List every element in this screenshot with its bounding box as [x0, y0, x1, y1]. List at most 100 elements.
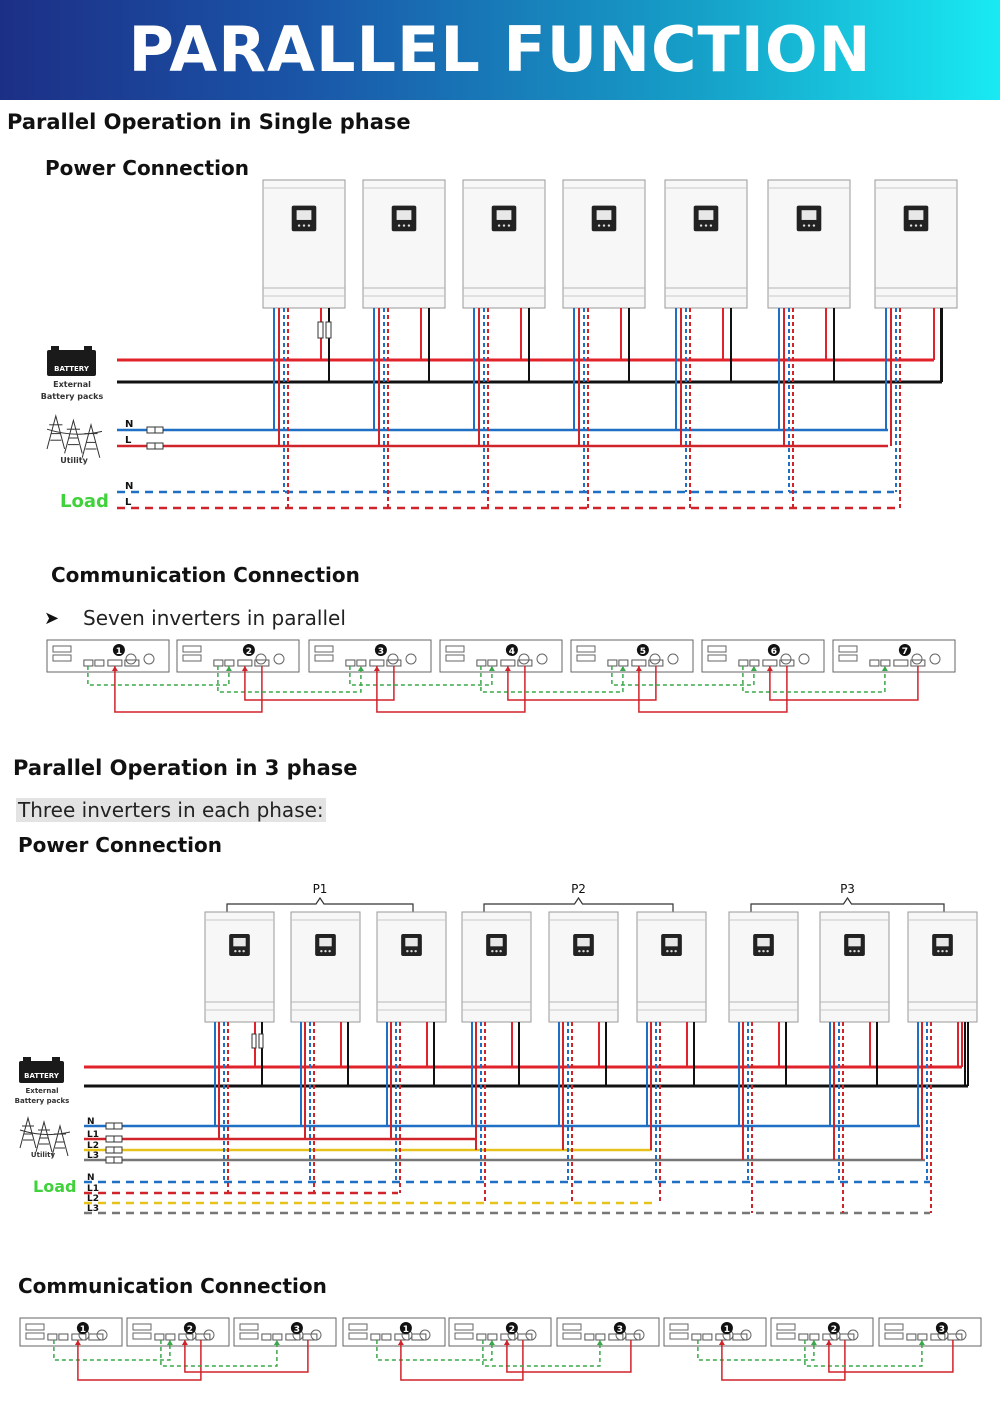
arrow-head: [166, 1340, 173, 1345]
parallel-port-icon: [625, 1333, 641, 1341]
inverter-comm-panel: [176, 639, 300, 673]
arrow-head: [397, 1340, 404, 1345]
inverter-unit: [767, 179, 851, 309]
utility-pylon-stroke: [19, 1129, 71, 1136]
utility-pylon-stroke: [46, 414, 66, 450]
arrow-head: [225, 666, 232, 671]
comm-knob-icon: [125, 653, 137, 665]
unit-number: 1: [116, 647, 122, 657]
inverter-unit: [636, 911, 707, 1023]
unit-number-badge: [112, 644, 125, 656]
inverter-screen: [801, 210, 817, 220]
inverter-button-dot: [324, 949, 327, 953]
arrow-head: [596, 1340, 603, 1345]
inverter-unit: [874, 179, 958, 309]
inverter-button-dot: [597, 224, 601, 227]
comm-panel-slot: [884, 1323, 904, 1331]
arrow-head: [918, 1340, 925, 1345]
comm-port-icon: [58, 1333, 69, 1341]
comm-panel-slot: [838, 645, 858, 653]
inverter-button-dot: [407, 224, 411, 227]
inverter-comm-panel: [46, 639, 170, 673]
fuse-icon: [325, 321, 332, 339]
unit-number: 3: [939, 1325, 945, 1335]
inverter-unit: [262, 179, 346, 309]
unit-number: 1: [80, 1325, 86, 1335]
load-line-label-l: L: [125, 497, 132, 508]
comm-knob-icon: [847, 1329, 859, 1341]
arrow-head: [241, 666, 248, 671]
inverter-unit: [562, 179, 646, 309]
fuse-icon: [317, 321, 324, 339]
comm-panel-slot: [669, 1332, 689, 1340]
unit-number: 3: [294, 1325, 300, 1335]
unit-number-badge: [720, 1322, 733, 1334]
inverter-button-dot: [758, 949, 761, 953]
load-label: Load: [60, 491, 109, 512]
inverter-comm-panel: [448, 1317, 552, 1347]
inverter-screen: [405, 937, 418, 947]
utility-pylon-stroke: [19, 1116, 37, 1149]
inverter-button-dot: [499, 949, 502, 953]
inverter-button-dot: [406, 949, 409, 953]
inverter-button-dot: [807, 224, 811, 227]
parallel-port-icon: [195, 1333, 211, 1341]
comm-knob-icon: [405, 653, 417, 665]
comm-port-icon: [691, 1333, 702, 1341]
parallel-port-icon: [839, 1333, 855, 1341]
unit-number: 2: [187, 1325, 193, 1335]
unit-number-badge: [505, 1322, 518, 1334]
inverter-button-dot: [670, 949, 673, 953]
comm-port-icon: [809, 1333, 820, 1341]
inverter-body: [362, 179, 446, 309]
comm-knob-icon: [310, 1329, 322, 1341]
three-phase-note: Three inverters in each phase:: [16, 798, 326, 822]
inverter-button-dot: [307, 224, 311, 227]
inverter-button-dot: [414, 949, 417, 953]
inverter-screen: [296, 210, 312, 220]
battery-caption: External: [53, 380, 91, 389]
arrow-head: [766, 666, 773, 671]
inverter-button-dot: [242, 949, 245, 953]
inverter-button-dot: [497, 224, 501, 227]
arrow-head: [810, 1340, 817, 1345]
inverter-body: [290, 911, 361, 1023]
inverter-comm-panel: [663, 1317, 767, 1347]
comm-green-link: [87, 666, 230, 686]
bullet-arrow-icon: ➤: [44, 608, 60, 629]
comm-panel-slot: [445, 645, 465, 653]
parallel-port-icon: [732, 1333, 748, 1341]
arrow-head: [619, 666, 626, 671]
parallel-port-icon: [302, 1333, 318, 1341]
inverter-unit: [376, 911, 447, 1023]
inverter-body: [819, 911, 890, 1023]
comm-green-link: [376, 1340, 493, 1361]
comm-port-icon: [154, 1333, 165, 1341]
inverter-body: [767, 179, 851, 309]
battery-caption: External: [26, 1087, 59, 1095]
unit-number: 5: [640, 647, 646, 657]
unit-number-badge: [935, 1322, 948, 1334]
unit-number-badge: [898, 644, 911, 656]
arrow-head: [273, 1340, 280, 1345]
load-label: Load: [33, 1177, 76, 1196]
comm-panel-slot: [707, 654, 727, 662]
comm-port-icon: [370, 1333, 381, 1341]
comm-panel-slot: [576, 645, 596, 653]
inverter-comm-panel: [770, 1317, 874, 1347]
unit-number: 1: [724, 1325, 730, 1335]
inverter-comm-panel: [342, 1317, 446, 1347]
comm-panel-slot: [562, 1332, 582, 1340]
comm-port-icon: [381, 1333, 392, 1341]
battery-icon: [47, 350, 96, 376]
inverter-button-dot: [762, 949, 765, 953]
battery-terminal: [23, 1057, 31, 1062]
comm-port-icon: [272, 1333, 283, 1341]
comm-panel-slot: [182, 654, 202, 662]
inverter-button-dot: [709, 224, 713, 227]
line-label-l: L: [125, 435, 132, 446]
inverter-comm-panel: [439, 639, 563, 673]
inverter-comm-panel: [126, 1317, 230, 1347]
